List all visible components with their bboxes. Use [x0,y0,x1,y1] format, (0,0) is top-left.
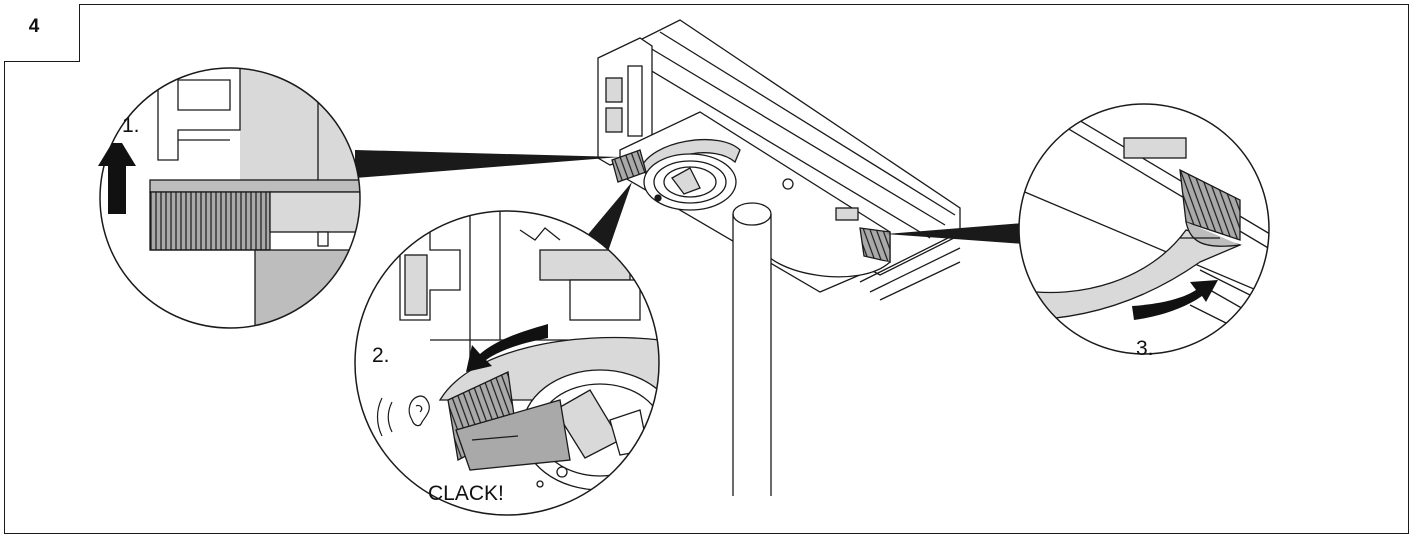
detail-circle-3: 3. [1018,103,1270,360]
leader-cone-3 [886,223,1024,244]
step-2-label: 2. [372,344,390,367]
figure-frame [4,4,1409,534]
leader-cone-1 [355,150,620,178]
track-rail [597,19,961,301]
step-3-label: 3. [1136,337,1154,360]
up-arrow-icon [98,143,136,214]
adapter-housing [611,111,891,293]
rotate-right-arrow-icon [1132,280,1218,320]
detail-circle-1: 1. [98,67,361,329]
step-1-label: 1. [122,114,140,137]
step-number-box: 4 [4,4,80,62]
ear-sound-icon [376,395,430,437]
rotate-left-arrow-icon [466,324,548,372]
clack-sound-text: CLACK! [428,482,504,505]
detail-circle-2: 2. CLACK! [354,210,660,516]
pendant-tube [732,202,772,496]
step-number: 4 [28,16,40,37]
